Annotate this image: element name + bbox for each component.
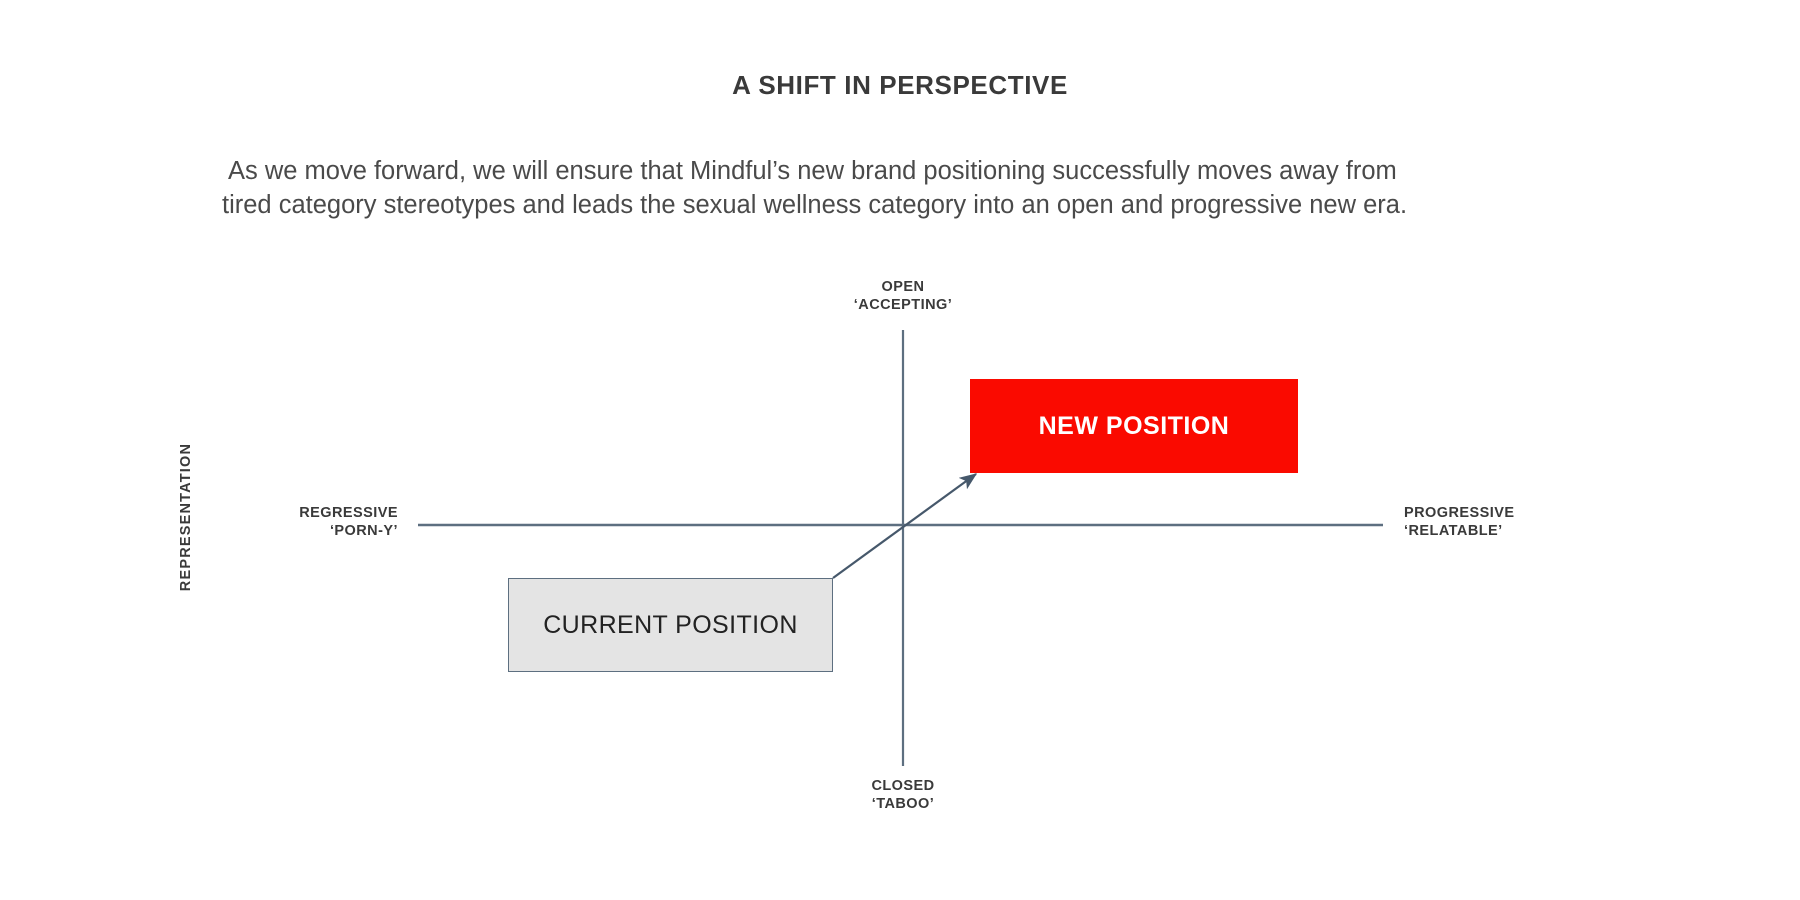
axis-label-progressive-line-2: ‘RELATABLE’ xyxy=(1404,523,1503,540)
y-axis-title: REPRESENTATION xyxy=(178,442,194,592)
axis-label-closed-line-2: ‘TABOO’ xyxy=(871,796,935,813)
axis-label-progressive-line-1: PROGRESSIVE xyxy=(1404,505,1515,521)
axis-label-open: OPEN ‘ACCEPTING’ xyxy=(854,278,952,315)
new-position-box: NEW POSITION xyxy=(970,379,1298,473)
new-position-label: NEW POSITION xyxy=(1038,411,1230,440)
slide-body-line-1: As we move forward, we will ensure that … xyxy=(228,157,1397,185)
page-title: A SHIFT IN PERSPECTIVE xyxy=(732,70,1068,100)
axis-label-open-line-1: OPEN xyxy=(881,279,925,295)
slide-body-text: As we move forward, we will ensure that … xyxy=(222,155,1592,222)
current-position-label: CURRENT POSITION xyxy=(543,610,798,639)
axis-label-regressive-line-2: ‘PORN-Y’ xyxy=(329,523,398,540)
slide-body-line-2: tired category stereotypes and leads the… xyxy=(222,190,1408,219)
axis-label-closed-line-1: CLOSED xyxy=(871,778,935,794)
current-position-box: CURRENT POSITION xyxy=(508,578,833,672)
axis-label-closed: CLOSED ‘TABOO’ xyxy=(871,777,934,814)
shift-arrow xyxy=(832,473,978,579)
axis-label-regressive-line-1: REGRESSIVE xyxy=(299,505,398,521)
axis-label-progressive: PROGRESSIVE ‘RELATABLE’ xyxy=(1404,504,1515,541)
axis-label-open-line-2: ‘ACCEPTING’ xyxy=(853,297,953,314)
axis-label-regressive: REGRESSIVE ‘PORN-Y’ xyxy=(299,504,398,541)
